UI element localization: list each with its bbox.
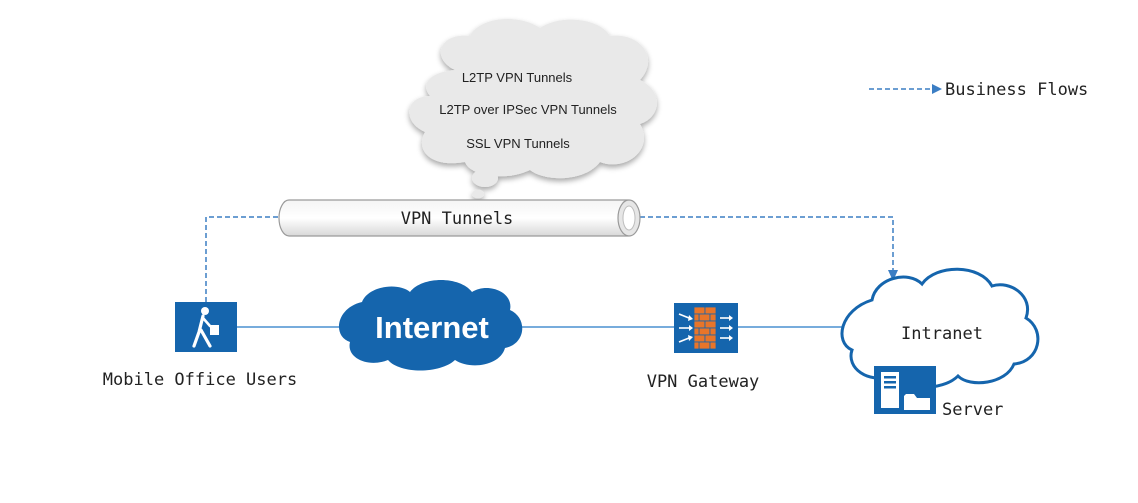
internet-cloud-icon [338,280,523,371]
flow-left-segment [205,216,280,302]
server-label: Server [942,400,1003,420]
legend: Business Flows [869,80,1088,100]
legend-label: Business Flows [945,80,1088,100]
tunnel-label: VPN Tunnels [401,209,514,229]
firewall-arrows [678,313,733,343]
tunnel-end-hole [622,205,636,231]
cloud-line-ssl: SSL VPN Tunnels [466,136,570,151]
server-node: Server [874,366,1003,420]
internet-node: Internet [338,280,523,371]
cloud-line-l2tp-over-ipsec: L2TP over IPSec VPN Tunnels [439,102,617,117]
tunnel-body [278,199,629,237]
internet-label: Internet [375,310,489,345]
firewall-bricks [693,306,717,350]
intranet-cloud-icon [840,267,1040,389]
thought-bubble-1 [472,169,498,187]
intranet-node: Intranet [840,267,1040,389]
cloud-line-l2tp: L2TP VPN Tunnels [462,70,573,85]
tunnel-types-cloud [409,18,657,199]
vpn-gateway-label: VPN Gateway [647,372,760,392]
intranet-label: Intranet [901,324,983,344]
flow-arrow-icon [888,270,898,281]
thought-bubble-2 [472,189,484,199]
mobile-office-users-label: Mobile Office Users [103,370,297,390]
mobile-office-users-node: Mobile Office Users [103,302,297,390]
legend-arrow-icon [932,84,942,94]
thought-cloud-shape [409,18,657,179]
business-flow-path [205,216,894,302]
flow-right-segment [640,216,894,270]
vpn-tunnel-pipe: VPN Tunnels [278,199,641,237]
vpn-gateway-node: VPN Gateway [647,303,760,392]
